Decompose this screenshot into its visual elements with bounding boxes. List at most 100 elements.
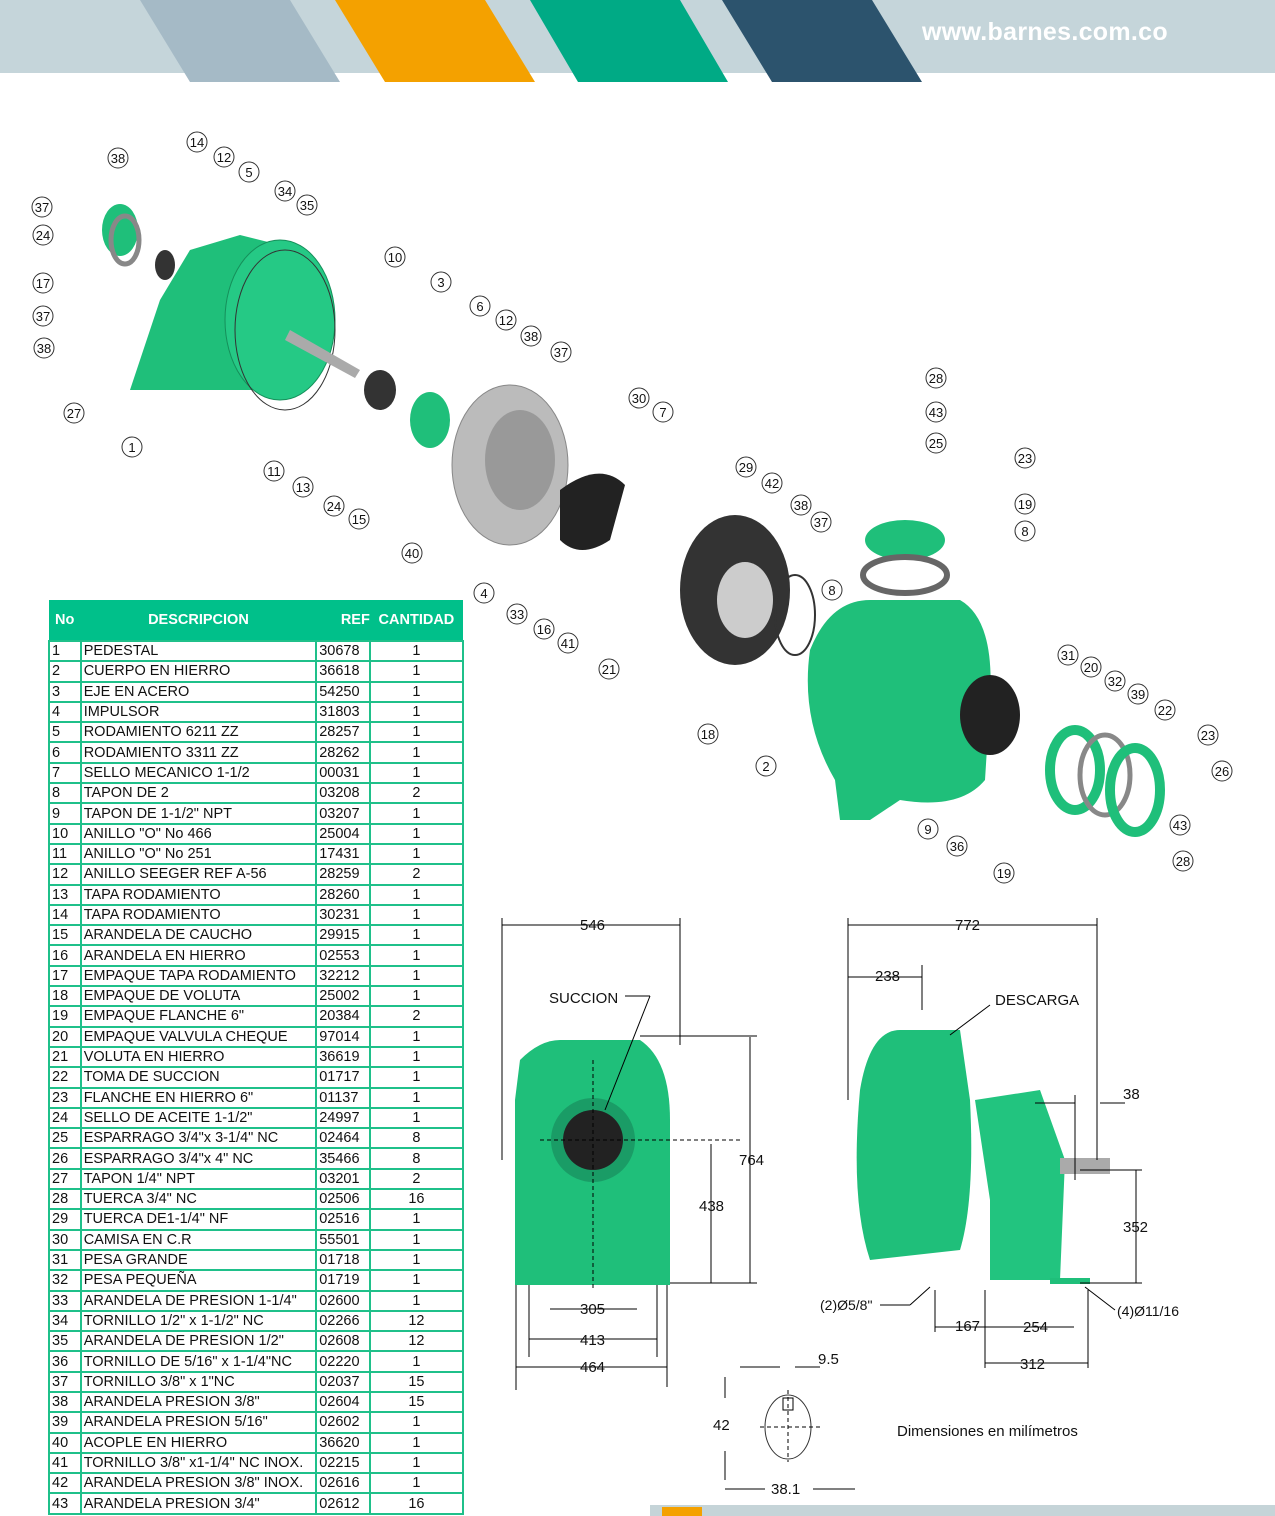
cell-cantidad: 1 [368,1228,465,1251]
callout-40: 40 [401,542,423,564]
units-note: Dimensiones en milímetros [897,1423,1078,1440]
callout-number: 28 [1176,854,1190,869]
callout-number: 43 [929,405,943,420]
cell-descripcion: ARANDELA DE PRESION 1-1/4" [79,1289,318,1312]
dim-9-5: 9.5 [818,1351,839,1368]
callout-number: 41 [561,636,575,651]
callout-18: 18 [697,723,719,745]
cell-ref: 24997 [315,1106,371,1130]
cell-ref: 54250 [315,680,371,703]
cell-cantidad: 1 [368,903,465,927]
callout-number: 18 [701,727,715,742]
cell-cantidad: 1 [368,802,465,825]
cell-cantidad: 1 [368,1045,465,1069]
website-link[interactable]: www.barnes.com.co [922,18,1168,46]
cell-ref: 97014 [315,1025,371,1048]
callout-number: 12 [499,313,513,328]
col-ref: REF [316,600,370,641]
side-view-drawing [856,1030,1110,1284]
cell-descripcion: ARANDELA DE CAUCHO [79,924,318,947]
cell-no: 24 [48,1106,82,1130]
cell-cantidad: 1 [368,883,465,906]
col-descripcion: DESCRIPCION [80,600,317,641]
callout-number: 42 [765,476,779,491]
cell-descripcion: TUERCA DE1-1/4" NF [79,1208,318,1231]
callout-number: 10 [388,250,402,265]
dim-42: 42 [713,1417,730,1434]
cell-no: 25 [48,1127,82,1150]
cell-descripcion: EJE EN ACERO [79,680,318,703]
cell-ref: 01719 [315,1269,371,1292]
dim-464: 464 [580,1359,605,1376]
callout-number: 25 [929,436,943,451]
cell-no: 6 [48,741,82,764]
callout-23: 23 [1014,447,1036,469]
callout-number: 39 [1131,687,1145,702]
cell-descripcion: ESPARRAGO 3/4"x 4" NC [79,1147,318,1170]
cell-cantidad: 2 [368,1167,465,1191]
cell-cantidad: 1 [368,985,465,1008]
cell-no: 4 [48,700,82,724]
callout-27: 27 [63,402,85,424]
cell-cantidad: 2 [368,1005,465,1028]
banner-stripe-navy [722,0,922,82]
cell-ref: 28260 [315,883,371,906]
callout-35: 35 [296,194,318,216]
dim-312: 312 [1020,1356,1045,1373]
callout-number: 36 [950,839,964,854]
cell-ref: 01717 [315,1066,371,1089]
cell-ref: 36618 [315,660,371,683]
label-descarga: DESCARGA [995,992,1079,1009]
cell-descripcion: ARANDELA PRESION 3/8" INOX. [79,1472,318,1495]
callout-38: 38 [33,337,55,359]
dim-38: 38 [1123,1086,1140,1103]
callout-number: 38 [111,151,125,166]
callout-8: 8 [821,579,843,601]
cell-no: 9 [48,802,82,825]
callout-number: 13 [296,480,310,495]
cell-descripcion: CUERPO EN HIERRO [79,660,318,683]
cell-no: 33 [48,1289,82,1312]
cell-ref: 02608 [315,1330,371,1353]
callout-number: 37 [35,200,49,215]
cell-no: 37 [48,1370,82,1393]
dim-352: 352 [1123,1219,1148,1236]
pump-body-part [807,600,991,820]
cell-ref: 28259 [315,863,371,886]
callout-33: 33 [506,603,528,625]
cell-no: 15 [48,924,82,947]
callout-number: 38 [524,329,538,344]
dim-167: 167 [955,1318,980,1335]
callout-number: 24 [327,499,341,514]
callout-11: 11 [263,460,285,482]
cell-descripcion: ARANDELA PRESION 3/4" [79,1492,318,1515]
dim-438: 438 [699,1198,724,1215]
cell-ref: 02266 [315,1309,371,1333]
cell-ref: 17431 [315,842,371,866]
cell-ref: 30678 [315,639,371,663]
callout-number: 23 [1201,728,1215,743]
callout-number: 14 [190,135,204,150]
callout-number: 24 [36,228,50,243]
callout-number: 8 [1021,524,1028,539]
cell-ref: 03208 [315,782,371,805]
cell-cantidad: 12 [368,1330,465,1353]
